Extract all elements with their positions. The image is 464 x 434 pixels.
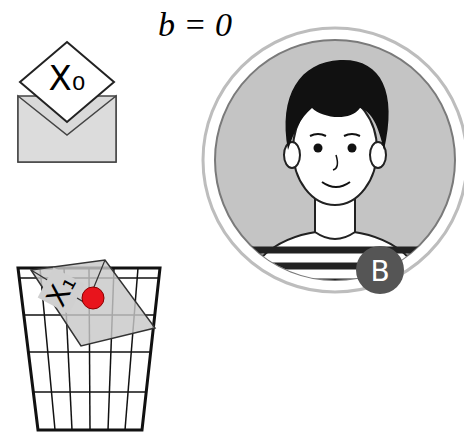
- math-label: b = 0: [158, 6, 232, 44]
- crumpled-envelope-outline: [25, 256, 160, 351]
- badge-circle: B: [355, 245, 405, 295]
- node-text: B: [370, 255, 389, 288]
- node-text: X₀: [49, 58, 86, 98]
- envelope-letter: X₀: [16, 40, 118, 164]
- avatar: [203, 28, 464, 300]
- crumpled-envelope: X₁: [25, 256, 160, 351]
